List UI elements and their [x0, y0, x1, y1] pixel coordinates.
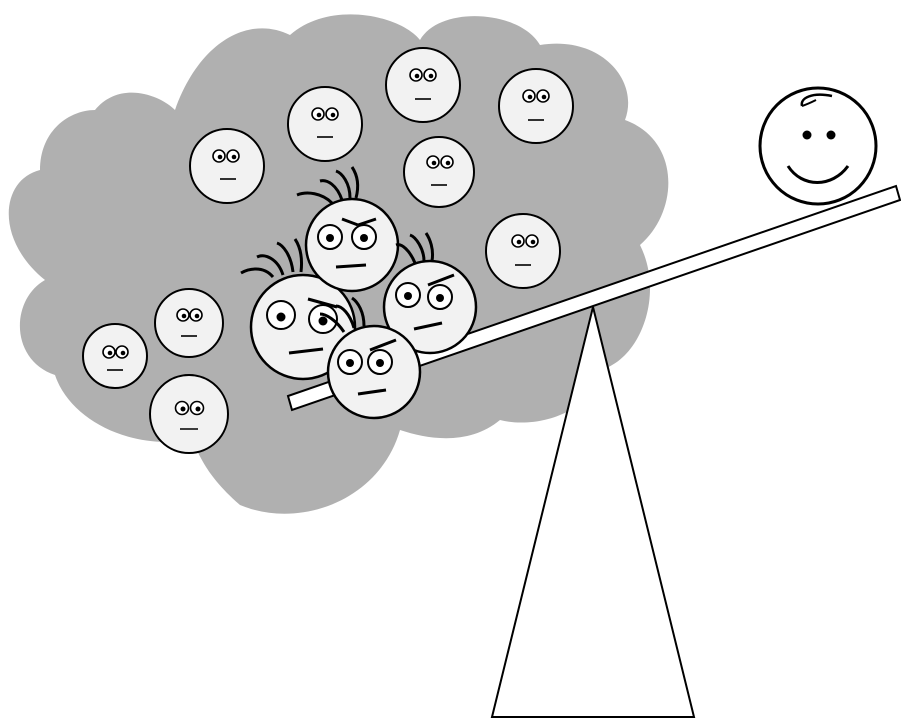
neutral-face	[385, 47, 461, 123]
happy-face	[758, 86, 878, 206]
neutral-face	[149, 374, 229, 454]
angry-face	[240, 238, 357, 381]
neutral-face	[485, 213, 561, 289]
neutral-face	[403, 136, 475, 208]
seesaw-plank	[286, 184, 901, 412]
angry-face	[382, 232, 478, 355]
neutral-face	[189, 128, 265, 204]
fulcrum	[490, 306, 696, 718]
angry-face	[319, 296, 422, 420]
neutral-face	[498, 68, 574, 144]
neutral-face	[82, 323, 148, 389]
neutral-face	[287, 86, 363, 162]
neutral-face	[154, 288, 224, 358]
angry-face	[296, 166, 400, 293]
